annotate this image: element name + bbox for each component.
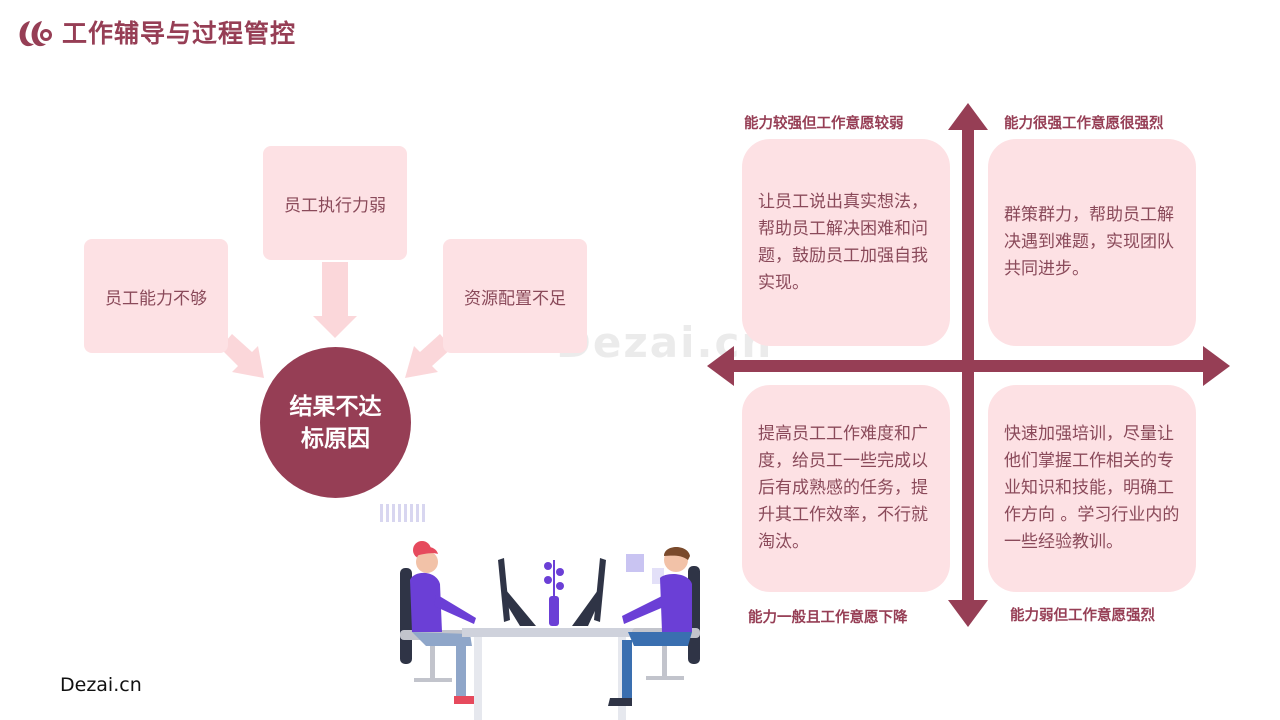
man-worker-icon: [608, 547, 692, 706]
books-icon: [380, 504, 425, 522]
cause-box-execution: 员工执行力弱: [263, 146, 407, 260]
plant-icon: [544, 560, 564, 626]
quadrant-label-top-right: 能力很强工作意愿很强烈: [1004, 115, 1164, 132]
center-title-line2: 标原因: [301, 425, 370, 452]
center-circle: 结果不达 标原因: [260, 347, 411, 498]
office-workers-illustration: [380, 504, 700, 720]
monitor-icon: [498, 558, 606, 626]
footer-brand-text: Dezai.cn: [60, 674, 142, 696]
quadrant-box-bottom-right: 快速加强培训，尽量让他们掌握工作相关的专业知识和技能，明确工作方向 。学习行业内…: [988, 385, 1196, 592]
arrow-from-left: [220, 334, 264, 378]
center-title-line1: 结果不达: [289, 393, 382, 420]
quadrant-axes: [707, 103, 1230, 627]
cause-box-resources: 资源配置不足: [443, 239, 587, 353]
quadrant-label-bottom-left: 能力一般且工作意愿下降: [748, 609, 908, 626]
arrow-down-from-top: [313, 262, 357, 338]
quadrant-label-bottom-right: 能力弱但工作意愿强烈: [1010, 607, 1155, 624]
quadrant-text-top-right: 群策群力，帮助员工解决遇到难题，实现团队共同进步。: [1004, 205, 1174, 279]
watermark: Dezai.cn: [556, 318, 774, 367]
quadrant-label-top-left: 能力较强但工作意愿较弱: [744, 115, 904, 132]
quadrant-text-bottom-left: 提高员工工作难度和广度，给员工一些完成以后有成熟感的任务，提升其工作效率，不行就…: [758, 424, 928, 552]
desk-icon: [462, 628, 638, 720]
cause-box-ability: 员工能力不够: [84, 239, 228, 353]
brand-logo-icon: [19, 21, 52, 47]
sticky-note-icon: [626, 554, 644, 572]
arrow-from-right: [405, 334, 452, 378]
quadrant-box-top-right: 群策群力，帮助员工解决遇到难题，实现团队共同进步。: [988, 139, 1196, 346]
page-title: 工作辅导与过程管控: [62, 19, 297, 48]
quadrant-box-bottom-left: 提高员工工作难度和广度，给员工一些完成以后有成熟感的任务，提升其工作效率，不行就…: [742, 385, 950, 592]
quadrant-text-top-left: 让员工说出真实想法，帮助员工解决困难和问题，鼓励员工加强自我实现。: [758, 191, 928, 293]
quadrant-box-top-left: 让员工说出真实想法，帮助员工解决困难和问题，鼓励员工加强自我实现。: [742, 139, 950, 346]
woman-worker-icon: [410, 541, 476, 704]
quadrant-text-bottom-right: 快速加强培训，尽量让他们掌握工作相关的专业知识和技能，明确工作方向 。学习行业内…: [1004, 424, 1180, 552]
